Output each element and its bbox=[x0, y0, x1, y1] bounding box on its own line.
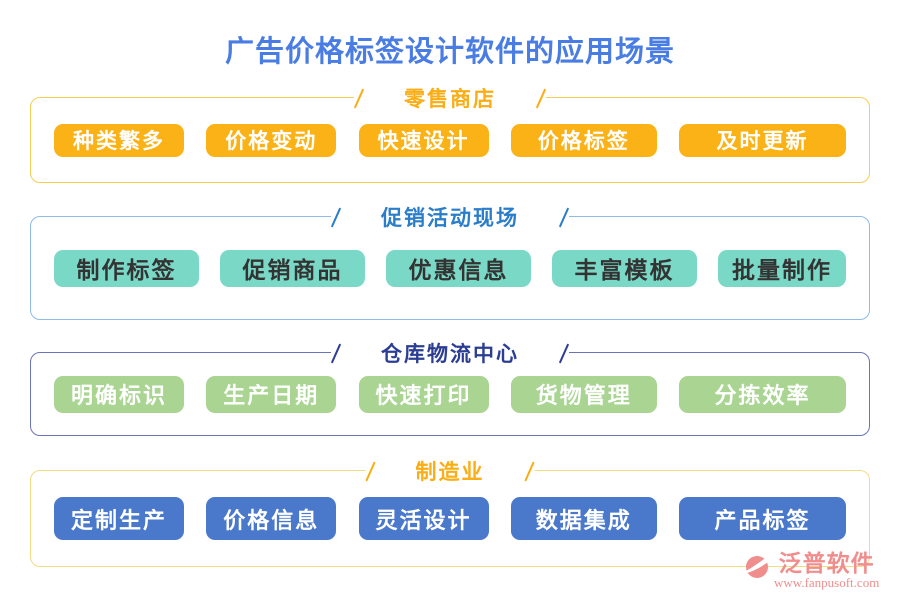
section-retail-header: 零售商店 bbox=[353, 83, 547, 113]
section-mfg-header: 制造业 bbox=[365, 456, 535, 486]
section-manufacturing: 制造业 定制生产 价格信息 灵活设计 数据集成 产品标签 bbox=[30, 456, 870, 567]
pill-label: 种类繁多 bbox=[54, 123, 184, 157]
section-warehouse-header: 仓库物流中心 bbox=[330, 338, 570, 368]
section-promotion-site: 促销活动现场 制作标签 促销商品 优惠信息 丰富模板 批量制作 bbox=[30, 202, 870, 320]
watermark-brand: 泛普软件 bbox=[778, 551, 875, 576]
pill-label: 定制生产 bbox=[54, 497, 184, 540]
pill-label: 生产日期 bbox=[206, 375, 337, 413]
section-title: 仓库物流中心 bbox=[381, 342, 519, 366]
pill-row: 定制生产 价格信息 灵活设计 数据集成 产品标签 bbox=[31, 471, 869, 566]
pill-label: 快速设计 bbox=[358, 123, 489, 157]
watermark-url: www.fanpusoft.com bbox=[774, 575, 880, 591]
pill-label: 促销商品 bbox=[220, 249, 365, 287]
slash-decoration-icon bbox=[330, 207, 342, 227]
pill-label: 明确标识 bbox=[54, 375, 184, 413]
watermark-text: 泛普软件 www.fanpusoft.com bbox=[774, 551, 880, 591]
pill-row: 制作标签 促销商品 优惠信息 丰富模板 批量制作 bbox=[31, 217, 869, 319]
pill-label: 货物管理 bbox=[510, 375, 657, 413]
pill-label: 灵活设计 bbox=[358, 497, 489, 540]
pill-label: 制作标签 bbox=[54, 249, 199, 287]
pill-label: 价格标签 bbox=[510, 123, 657, 157]
pill-label: 数据集成 bbox=[510, 497, 657, 540]
section-retail-store: 零售商店 种类繁多 价格变动 快速设计 价格标签 及时更新 bbox=[30, 83, 870, 183]
page-title: 广告价格标签设计软件的应用场景 bbox=[224, 36, 675, 68]
fanpu-logo-icon bbox=[744, 554, 770, 585]
slash-decoration-icon bbox=[524, 461, 535, 481]
pill-label: 快速打印 bbox=[358, 375, 489, 413]
slash-decoration-icon bbox=[353, 88, 365, 108]
pill-label: 批量制作 bbox=[718, 249, 846, 287]
pill-row: 明确标识 生产日期 快速打印 货物管理 分拣效率 bbox=[31, 353, 869, 435]
pill-label: 优惠信息 bbox=[386, 249, 531, 287]
pill-label: 产品标签 bbox=[679, 497, 846, 540]
pill-label: 价格信息 bbox=[206, 497, 337, 540]
pill-label: 分拣效率 bbox=[679, 375, 846, 413]
section-title: 零售商店 bbox=[404, 87, 496, 111]
pill-label: 价格变动 bbox=[206, 123, 337, 157]
slash-decoration-icon bbox=[365, 461, 376, 481]
pill-label: 及时更新 bbox=[679, 123, 846, 157]
pill-label: 丰富模板 bbox=[552, 249, 697, 287]
slash-decoration-icon bbox=[558, 343, 570, 363]
slash-decoration-icon bbox=[535, 88, 547, 108]
section-title: 促销活动现场 bbox=[381, 206, 519, 230]
section-warehouse-logistics: 仓库物流中心 明确标识 生产日期 快速打印 货物管理 分拣效率 bbox=[30, 338, 870, 436]
section-promo-header: 促销活动现场 bbox=[330, 202, 570, 232]
watermark: 泛普软件 www.fanpusoft.com bbox=[744, 551, 880, 591]
slash-decoration-icon bbox=[330, 343, 342, 363]
pill-row: 种类繁多 价格变动 快速设计 价格标签 及时更新 bbox=[31, 98, 869, 182]
section-title: 制造业 bbox=[415, 460, 485, 484]
slash-decoration-icon bbox=[558, 207, 570, 227]
